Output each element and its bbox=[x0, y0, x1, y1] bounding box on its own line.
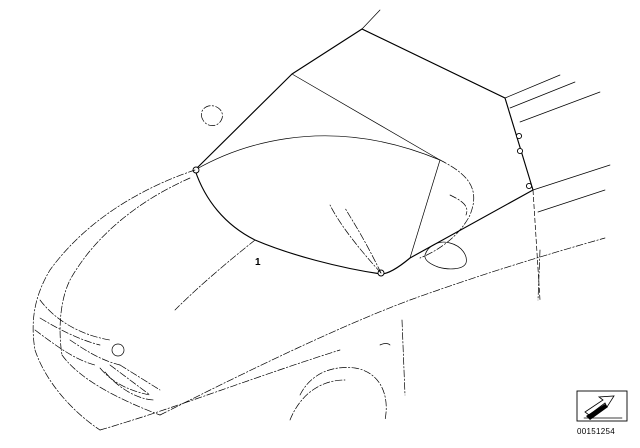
roof-rails bbox=[361, 9, 611, 301]
car-body-dashed bbox=[32, 159, 606, 431]
mount-point-rear-2 bbox=[516, 147, 524, 155]
side-mirrors bbox=[200, 105, 467, 270]
mount-point-rear-3 bbox=[525, 182, 533, 190]
reference-arrow-icon bbox=[576, 390, 628, 422]
mount-point-left bbox=[192, 166, 200, 174]
diagram-reference-id: 00151254 bbox=[577, 427, 615, 436]
front-fascia bbox=[34, 299, 387, 421]
part-callout-number: 1 bbox=[255, 257, 261, 268]
mount-point-rear-1 bbox=[515, 132, 523, 140]
windshield-part-outline bbox=[192, 28, 534, 277]
